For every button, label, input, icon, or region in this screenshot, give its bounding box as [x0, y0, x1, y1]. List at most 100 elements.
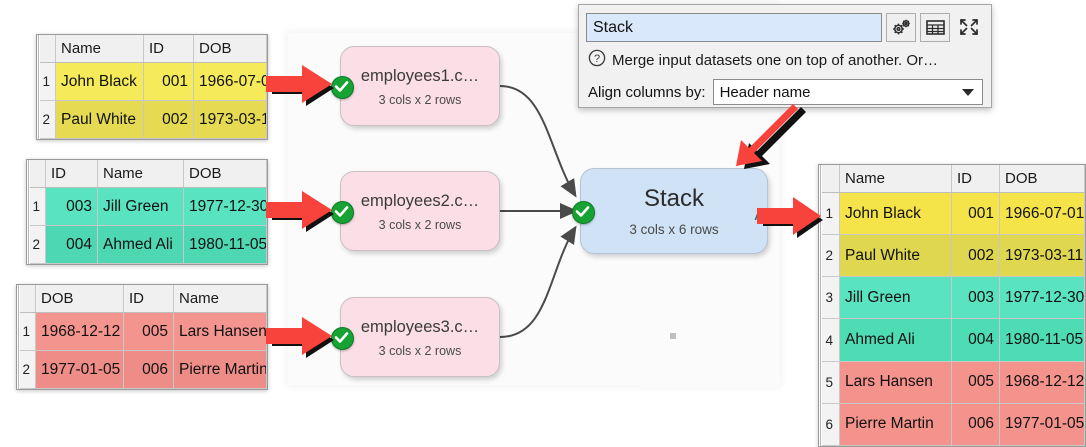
cell-name[interactable]: Jill Green [839, 276, 952, 320]
node-subtitle: 3 cols x 6 rows [629, 222, 719, 237]
stack-output-table[interactable]: Name ID DOB 1 John Black 001 1966-07-01 … [818, 164, 1086, 447]
cell-id[interactable]: 006 [123, 350, 174, 389]
column-header[interactable]: DOB [35, 285, 124, 313]
cell-id[interactable]: 006 [951, 402, 1000, 447]
cell-dob[interactable]: 1980-11-05 [999, 318, 1085, 362]
node-title: Stack [643, 185, 705, 212]
cell-id[interactable]: 004 [45, 225, 98, 264]
column-header[interactable]: Name [173, 285, 267, 313]
cell-id[interactable]: 002 [951, 234, 1000, 278]
table-row[interactable]: 1 John Black 001 1966-07-01 [37, 62, 267, 101]
gears-icon[interactable] [886, 12, 916, 42]
panel-toolbar: Stack [586, 12, 984, 42]
table-header-row: Name ID DOB [37, 35, 267, 63]
table-row[interactable]: 2 1977-01-05 006 Pierre Martin [17, 350, 267, 389]
expand-icon[interactable] [954, 13, 984, 42]
cell-name[interactable]: Ahmed Ali [839, 318, 952, 362]
cell-id[interactable]: 005 [123, 312, 174, 351]
cell-name[interactable]: Paul White [55, 100, 144, 139]
row-number: 2 [27, 225, 46, 264]
table-row[interactable]: 2 Paul White 002 1973-03-11 [37, 100, 267, 139]
panel-description-row: ? Merge input datasets one on top of ano… [588, 49, 983, 71]
cell-dob[interactable]: 1980-11-05 [183, 225, 267, 264]
employees3-input-table[interactable]: DOB ID Name 1 1968-12-12 005 Lars Hansen… [16, 284, 268, 390]
node-subtitle: 3 cols x 2 rows [378, 344, 462, 358]
node-employees1[interactable]: employees1.c… 3 cols x 2 rows [340, 46, 500, 126]
cell-dob[interactable]: 1977-12-30 [999, 276, 1085, 320]
row-number: 1 [17, 312, 36, 351]
table-row[interactable]: 6 Pierre Martin 006 1977-01-05 [819, 402, 1085, 447]
align-columns-select[interactable]: Header name [712, 79, 983, 105]
stack-output-chevron-icon[interactable]: ʌ [754, 205, 764, 224]
node-stack[interactable]: Stack 3 cols x 6 rows ʌ [580, 168, 768, 254]
column-header[interactable]: ID [951, 165, 1000, 193]
table-icon[interactable] [920, 12, 950, 42]
cell-id[interactable]: 002 [143, 100, 194, 139]
node-employees3[interactable]: employees3.c… 3 cols x 2 rows [340, 297, 500, 377]
employees1-input-table[interactable]: Name ID DOB 1 John Black 001 1966-07-01 … [36, 34, 268, 140]
cell-name[interactable]: Lars Hansen [173, 312, 267, 351]
node-employees2[interactable]: employees2.c… 3 cols x 2 rows [340, 171, 500, 251]
status-ok-icon[interactable] [331, 76, 354, 99]
cell-dob[interactable]: 1977-12-30 [183, 187, 267, 226]
align-columns-label: Align columns by: [588, 83, 706, 101]
cell-name[interactable]: Ahmed Ali [97, 225, 184, 264]
column-header[interactable]: DOB [193, 35, 267, 63]
cell-name[interactable]: Pierre Martin [839, 402, 952, 447]
cell-dob[interactable]: 1966-07-01 [999, 191, 1085, 236]
column-header[interactable]: DOB [999, 165, 1085, 193]
cell-name[interactable]: Pierre Martin [173, 350, 267, 389]
column-header[interactable]: Name [55, 35, 144, 63]
node-name-input[interactable]: Stack [586, 12, 882, 42]
node-title: employees3.c… [360, 318, 480, 336]
table-row[interactable]: 1 003 Jill Green 1977-12-30 [27, 187, 267, 226]
table-row[interactable]: 5 Lars Hansen 005 1968-12-12 [819, 360, 1085, 404]
cell-dob[interactable]: 1977-01-05 [35, 350, 124, 389]
column-header[interactable]: DOB [183, 160, 267, 188]
panel-description-text: Merge input datasets one on top of anoth… [612, 51, 939, 69]
cell-dob[interactable]: 1966-07-01 [193, 62, 267, 101]
cell-name[interactable]: John Black [839, 191, 952, 236]
node-subtitle: 3 cols x 2 rows [378, 218, 462, 232]
row-number: 3 [819, 276, 840, 320]
row-number: 2 [17, 350, 36, 389]
cell-id[interactable]: 004 [951, 318, 1000, 362]
chevron-down-icon[interactable] [962, 88, 974, 96]
canvas-handle[interactable] [670, 333, 676, 339]
table-row[interactable]: 2 Paul White 002 1973-03-11 [819, 234, 1085, 278]
cell-dob[interactable]: 1968-12-12 [35, 312, 124, 351]
table-header-row: ID Name DOB [27, 160, 267, 188]
cell-dob[interactable]: 1977-01-05 [999, 402, 1085, 447]
column-header[interactable]: ID [143, 35, 194, 63]
cell-id[interactable]: 005 [951, 360, 1000, 404]
cell-dob[interactable]: 1973-03-11 [999, 234, 1085, 278]
status-ok-icon[interactable] [331, 201, 354, 224]
table-row[interactable]: 2 004 Ahmed Ali 1980-11-05 [27, 225, 267, 264]
cell-id[interactable]: 001 [951, 191, 1000, 236]
cell-dob[interactable]: 1973-03-11 [193, 100, 267, 139]
help-icon[interactable]: ? [588, 49, 606, 71]
status-ok-icon[interactable] [331, 327, 354, 350]
table-row[interactable]: 4 Ahmed Ali 004 1980-11-05 [819, 318, 1085, 362]
cell-id[interactable]: 003 [45, 187, 98, 226]
cell-id[interactable]: 003 [951, 276, 1000, 320]
cell-dob[interactable]: 1968-12-12 [999, 360, 1085, 404]
cell-name[interactable]: John Black [55, 62, 144, 101]
column-header[interactable]: Name [839, 165, 952, 193]
table-row[interactable]: 1 1968-12-12 005 Lars Hansen [17, 312, 267, 351]
cell-name[interactable]: Lars Hansen [839, 360, 952, 404]
row-number: 1 [27, 187, 46, 226]
column-header[interactable]: ID [123, 285, 174, 313]
table-row[interactable]: 1 John Black 001 1966-07-01 [819, 191, 1085, 236]
employees2-input-table[interactable]: ID Name DOB 1 003 Jill Green 1977-12-30 … [26, 159, 268, 265]
node-title: employees2.c… [360, 192, 480, 210]
row-number: 4 [819, 318, 840, 362]
stack-properties-panel[interactable]: Stack [578, 4, 992, 108]
cell-id[interactable]: 001 [143, 62, 194, 101]
table-row[interactable]: 3 Jill Green 003 1977-12-30 [819, 276, 1085, 320]
column-header[interactable]: Name [97, 160, 184, 188]
status-ok-icon[interactable] [572, 201, 595, 224]
column-header[interactable]: ID [45, 160, 98, 188]
cell-name[interactable]: Paul White [839, 234, 952, 278]
cell-name[interactable]: Jill Green [97, 187, 184, 226]
